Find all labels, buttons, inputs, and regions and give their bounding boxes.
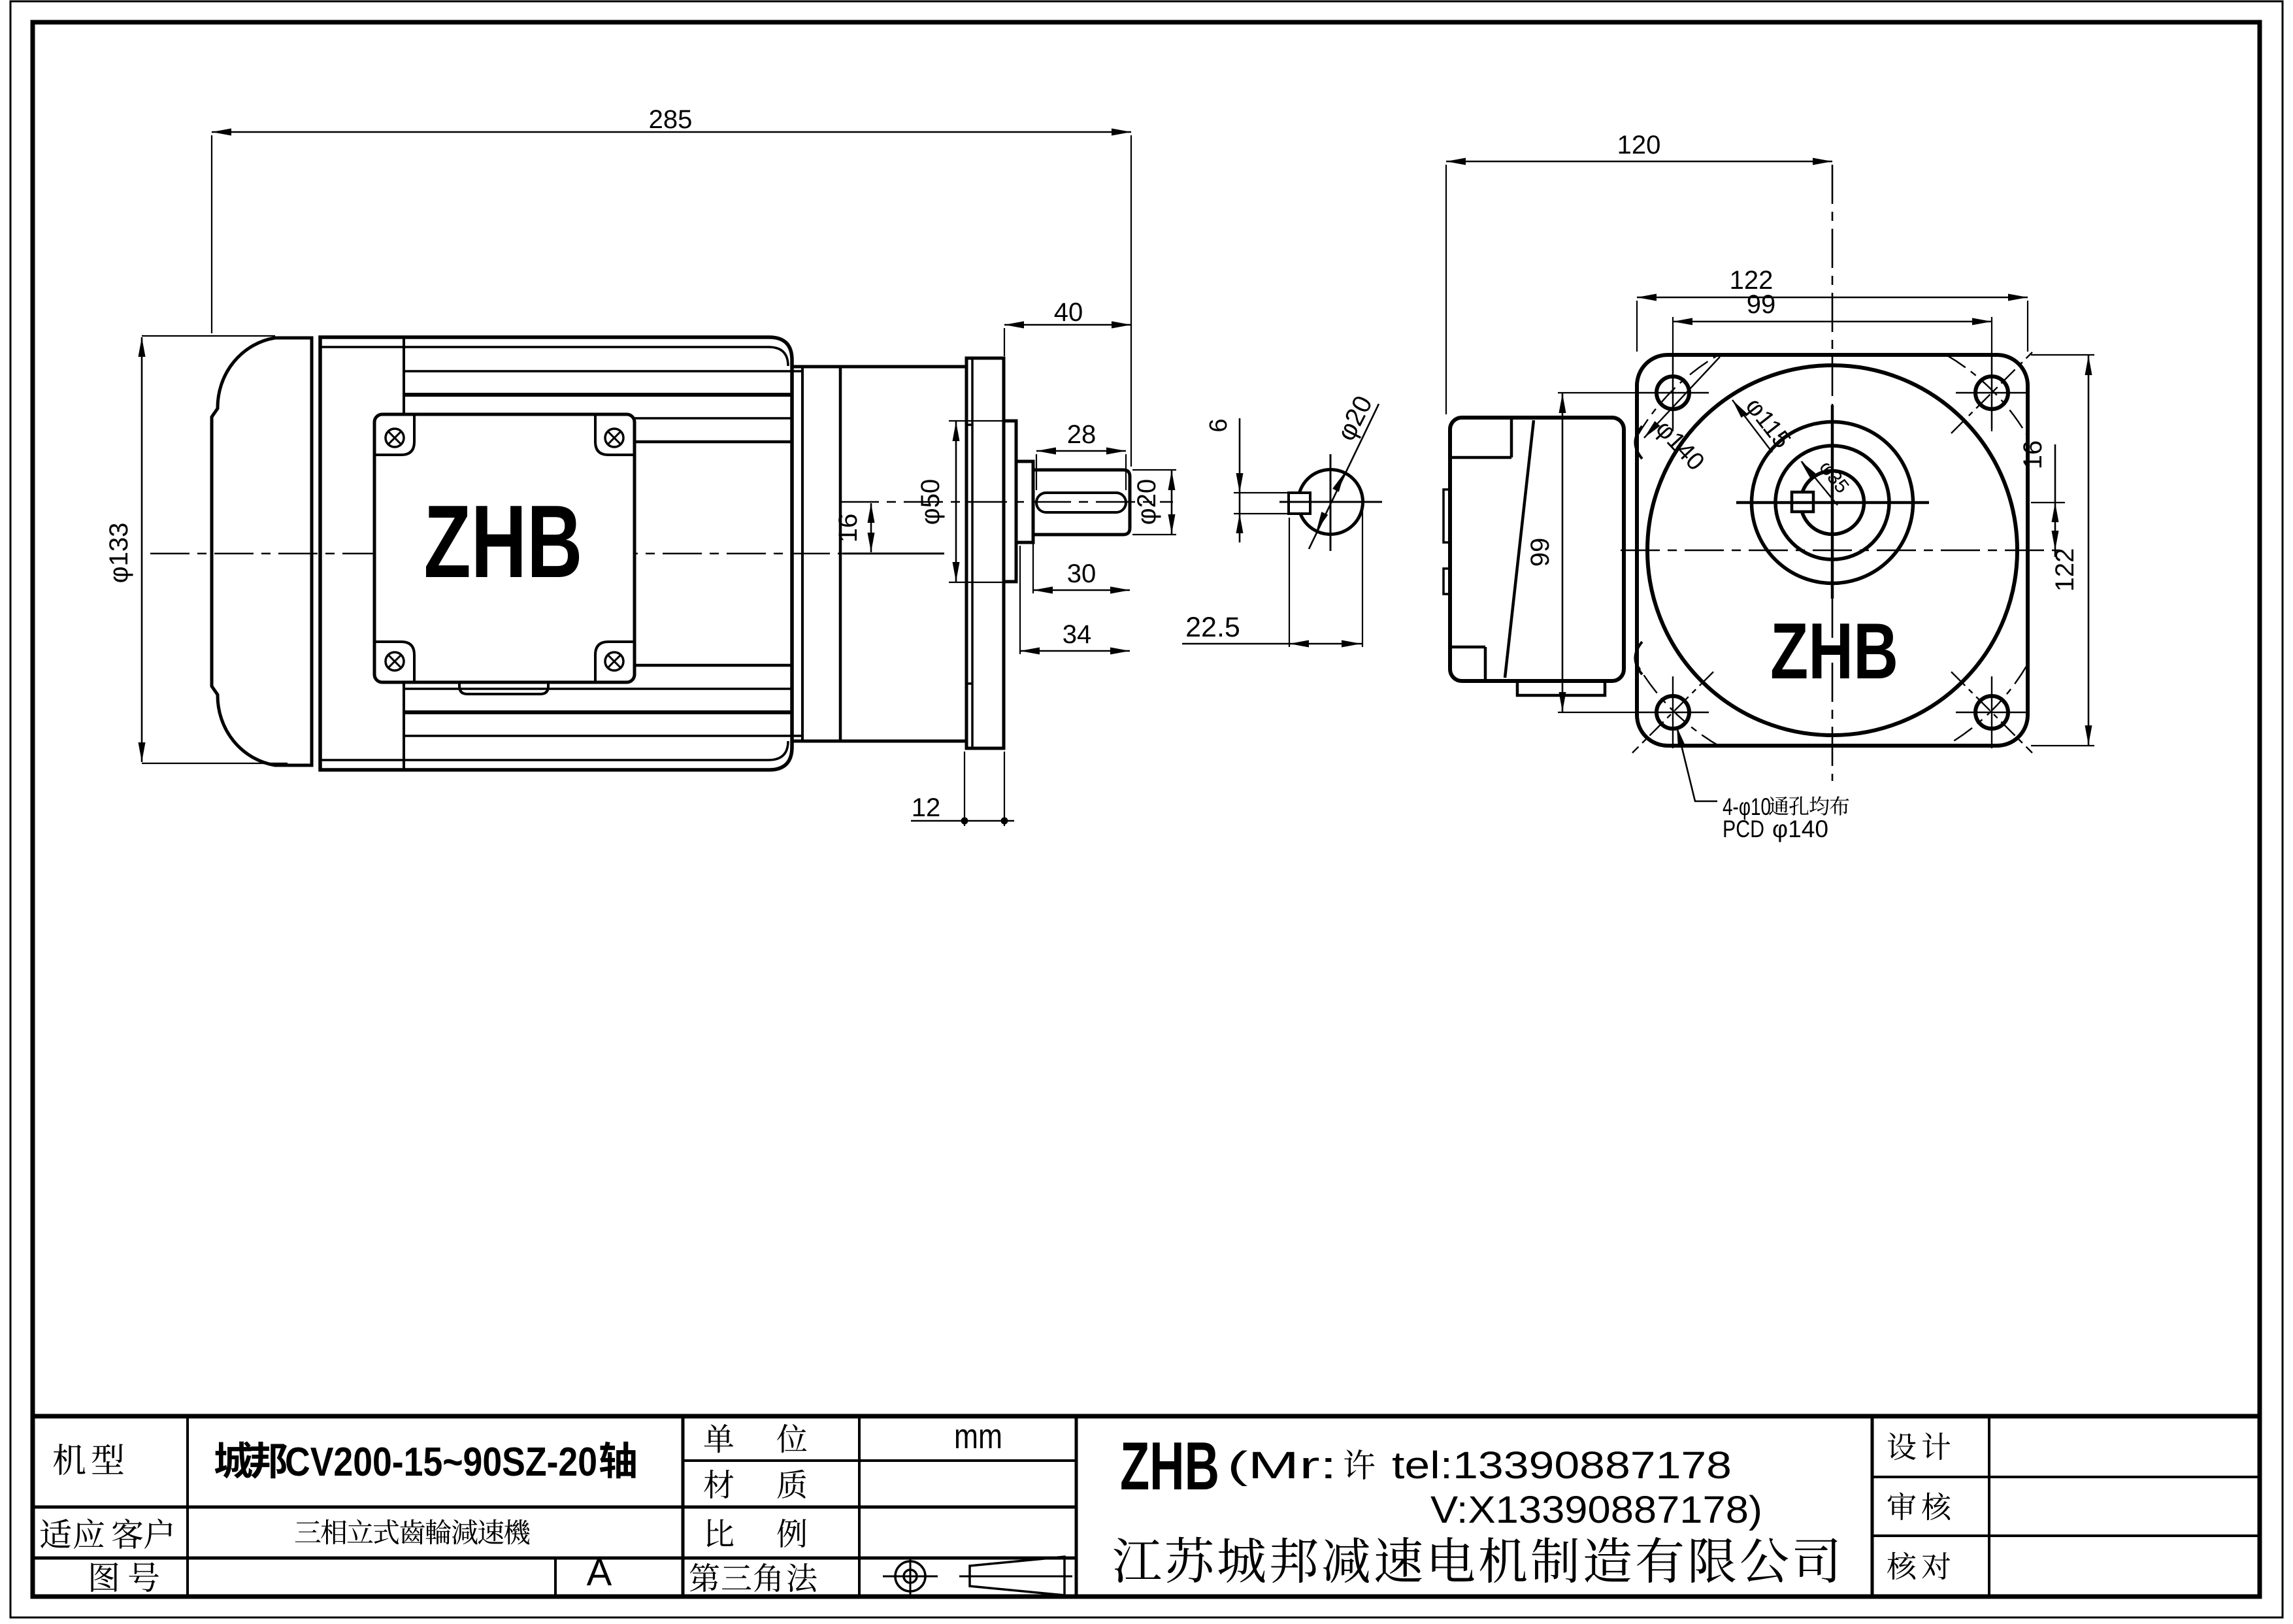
svg-text:tel:13390887178: tel:13390887178	[1392, 1444, 1732, 1487]
svg-text:122: 122	[2051, 548, 2079, 592]
svg-text:99: 99	[1526, 538, 1555, 567]
svg-text:12: 12	[912, 793, 941, 822]
svg-text:22.5: 22.5	[1185, 612, 1240, 643]
svg-text:(Mr:: (Mr:	[1227, 1444, 1337, 1487]
svg-text:16: 16	[834, 514, 863, 543]
svg-text:mm: mm	[954, 1417, 1002, 1456]
svg-text:285: 285	[649, 105, 693, 134]
svg-text:120: 120	[1617, 131, 1661, 159]
svg-text:V:X13390887178): V:X13390887178)	[1430, 1489, 1762, 1531]
svg-text:ZHB: ZHB	[1770, 606, 1898, 695]
svg-text:φ50: φ50	[916, 479, 945, 525]
svg-text:28: 28	[1067, 420, 1097, 449]
svg-text:34: 34	[1063, 620, 1092, 649]
svg-text:16: 16	[2019, 440, 2047, 470]
svg-text:A: A	[587, 1551, 612, 1594]
svg-text:φ20: φ20	[1132, 479, 1161, 525]
svg-text:6: 6	[1205, 418, 1232, 432]
svg-text:99: 99	[1747, 290, 1776, 319]
svg-text:30: 30	[1067, 559, 1097, 588]
svg-text:122: 122	[1730, 266, 1773, 295]
svg-text:ZHB: ZHB	[424, 484, 583, 599]
svg-text:φ133: φ133	[105, 523, 133, 584]
svg-text:4-φ10: 4-φ10	[1723, 793, 1771, 820]
svg-text:ZHB: ZHB	[1120, 1429, 1219, 1504]
svg-text:CV200-15~90SZ-20: CV200-15~90SZ-20	[285, 1440, 597, 1485]
svg-text:PCD: PCD	[1723, 816, 1764, 842]
svg-text:40: 40	[1054, 298, 1083, 327]
svg-text:φ140: φ140	[1772, 816, 1828, 842]
